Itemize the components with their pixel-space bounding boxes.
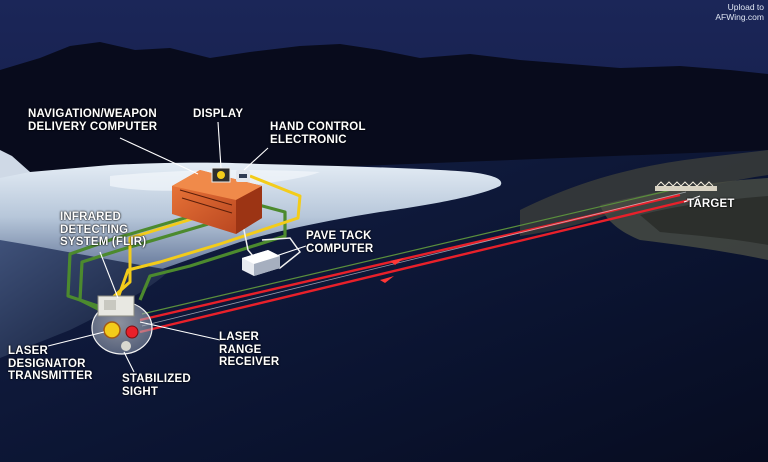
pave-tack-computer-box bbox=[242, 250, 280, 276]
label-target: TARGET bbox=[687, 198, 735, 210]
target-bridge bbox=[655, 181, 717, 191]
label-laser-range-receiver: LASER RANGE RECEIVER bbox=[219, 331, 280, 368]
leader-target bbox=[683, 195, 701, 203]
label-display: DISPLAY bbox=[193, 108, 244, 120]
laser-arrow-2 bbox=[380, 276, 394, 283]
wiring-green bbox=[66, 198, 287, 314]
leader-stabilized-sight bbox=[123, 351, 135, 373]
label-pave-tack-computer: PAVE TACK COMPUTER bbox=[306, 230, 374, 255]
leader-display bbox=[217, 121, 222, 169]
leader-laser-range bbox=[139, 321, 221, 341]
sightline-white bbox=[141, 191, 687, 327]
laser-beam-lower bbox=[139, 198, 691, 334]
hand-control-unit bbox=[236, 170, 250, 182]
display-unit bbox=[211, 167, 231, 183]
label-flir: INFRARED DETECTING SYSTEM (FLIR) bbox=[60, 211, 147, 248]
leader-flir bbox=[99, 251, 119, 299]
leader-lines bbox=[47, 121, 701, 373]
watermark-site: AFWing.com bbox=[715, 12, 764, 22]
label-laser-designator: LASER DESIGNATOR TRANSMITTER bbox=[8, 345, 93, 382]
valley-shadow-2 bbox=[640, 196, 768, 245]
label-nav-weapon-computer: NAVIGATION/WEAPON DELIVERY COMPUTER bbox=[28, 108, 158, 133]
nav-weapon-computer-box bbox=[172, 170, 262, 234]
leader-nav-computer bbox=[119, 137, 199, 175]
leader-hand-control bbox=[243, 147, 269, 171]
leader-laser-designator bbox=[47, 331, 105, 347]
label-hand-control-electronic: HAND CONTROL ELECTRONIC bbox=[270, 121, 366, 146]
pave-tack-pod bbox=[91, 295, 153, 355]
laser-arrow-1 bbox=[390, 258, 404, 265]
ridge-highlight bbox=[520, 150, 768, 236]
wiring-yellow bbox=[111, 174, 302, 300]
leader-pave-tack bbox=[269, 245, 307, 259]
label-stabilized-sight: STABILIZED SIGHT bbox=[122, 373, 191, 398]
sightline-green bbox=[141, 187, 681, 315]
watermark-upload: Upload to bbox=[727, 2, 764, 12]
aircraft-tail bbox=[0, 150, 30, 178]
laser-beams bbox=[139, 187, 691, 334]
